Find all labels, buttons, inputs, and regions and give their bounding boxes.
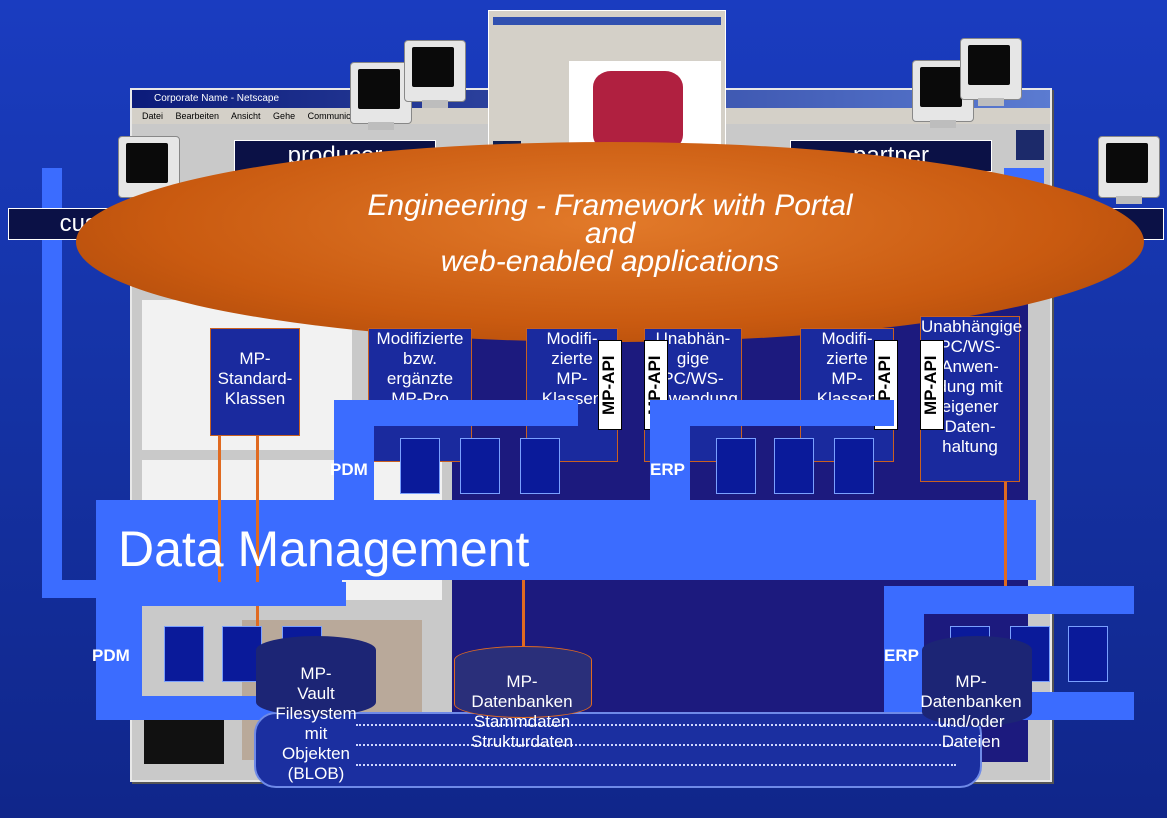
mp-database-label: MP- Datenbanken Stammdaten Strukturdaten [470, 672, 574, 751]
pictureit-icon [144, 714, 224, 764]
producer-monitor-back-icon [404, 40, 468, 110]
pdm-node [164, 626, 204, 682]
network-bus [254, 712, 982, 788]
erp-label-bottom: ERP [884, 646, 919, 665]
producer-monitor-icon [350, 62, 414, 132]
erp-label-middle: ERP [650, 460, 685, 479]
pdm-node [400, 438, 440, 494]
erp-node [716, 438, 756, 494]
mp-api-label: MP-API [920, 340, 944, 430]
pdm-node [460, 438, 500, 494]
erp-bottom-bracket-top [884, 586, 1134, 614]
data-management-title: Data Management [118, 521, 530, 577]
erp-bracket-bottom [650, 506, 898, 532]
pdm-bracket-bottom [334, 506, 582, 532]
mp-standard-classes: MP- Standard- Klassen [210, 328, 300, 436]
connector-line [256, 340, 259, 700]
network-line [356, 744, 956, 748]
supplier-monitor-icon [1098, 136, 1162, 206]
portal-ellipse [76, 142, 1144, 342]
pdm-label-bottom: PDM [92, 646, 130, 665]
network-line [356, 724, 956, 728]
pdm-bracket-top [334, 400, 578, 426]
erp-database-label: MP- Datenbanken und/oder Dateien [920, 672, 1022, 751]
pdm-node [520, 438, 560, 494]
portal-text-line2: and [584, 217, 636, 250]
portal-screenshot-titlebar [493, 17, 721, 25]
engine-image [593, 71, 683, 151]
network-line [356, 764, 956, 768]
pdm-node [222, 626, 262, 682]
vault-database [256, 636, 376, 716]
pdm-label-middle: PDM [330, 460, 368, 479]
erp-node [834, 438, 874, 494]
netscape-logo [1016, 130, 1044, 160]
vault-database-label: MP- Vault Filesystem mit Objekten (BLOB) [275, 664, 357, 783]
connector-line [522, 580, 525, 650]
partner-monitor-back-icon [960, 38, 1024, 108]
mp-database [454, 646, 592, 718]
portal-text-line1: Engineering - Framework with Portal [367, 189, 853, 222]
frame-left [42, 168, 62, 596]
mp-api-label: MP-API [598, 340, 622, 430]
portal-text-line3: web-enabled applications [440, 245, 780, 278]
erp-node [1068, 626, 1108, 682]
erp-node [774, 438, 814, 494]
portal-text: Engineering - Framework with Portal and … [220, 189, 1000, 278]
connector-line [218, 340, 221, 590]
erp-bracket-top [650, 400, 894, 426]
erp-database [922, 636, 1032, 726]
